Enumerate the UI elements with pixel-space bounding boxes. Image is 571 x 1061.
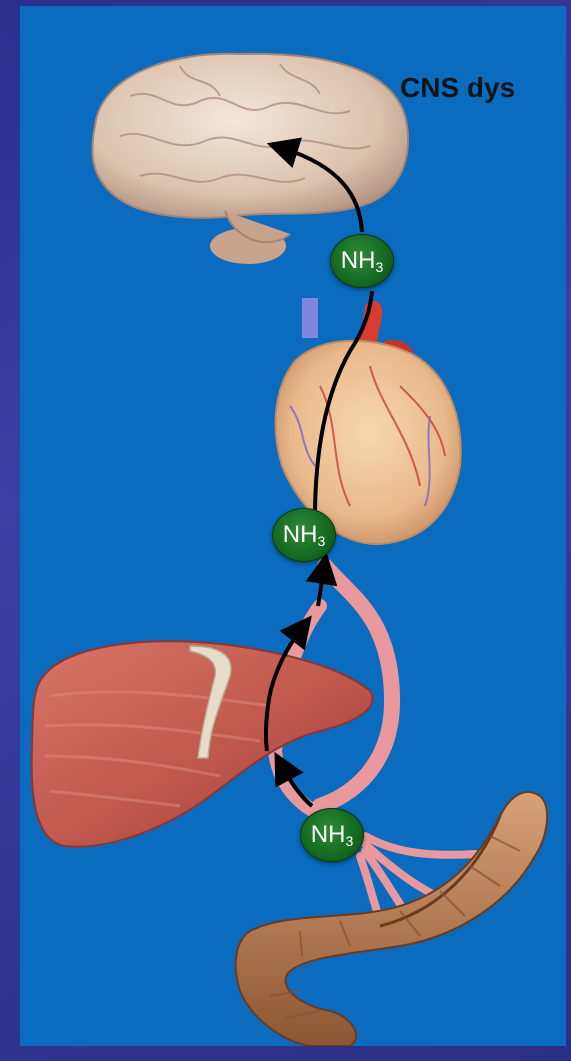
nh3-label: NH (341, 247, 376, 275)
brain-icon (92, 54, 408, 264)
portal-vessels (275, 566, 475, 926)
nh3-subscript: 3 (375, 259, 383, 275)
nh3-subscript: 3 (317, 533, 325, 549)
cns-caption: CNS dys (400, 72, 515, 104)
nh3-label: NH (283, 521, 318, 549)
nh3-label: NH (311, 821, 346, 849)
nh3-subscript: 3 (345, 833, 353, 849)
intestine-icon (236, 792, 547, 1046)
